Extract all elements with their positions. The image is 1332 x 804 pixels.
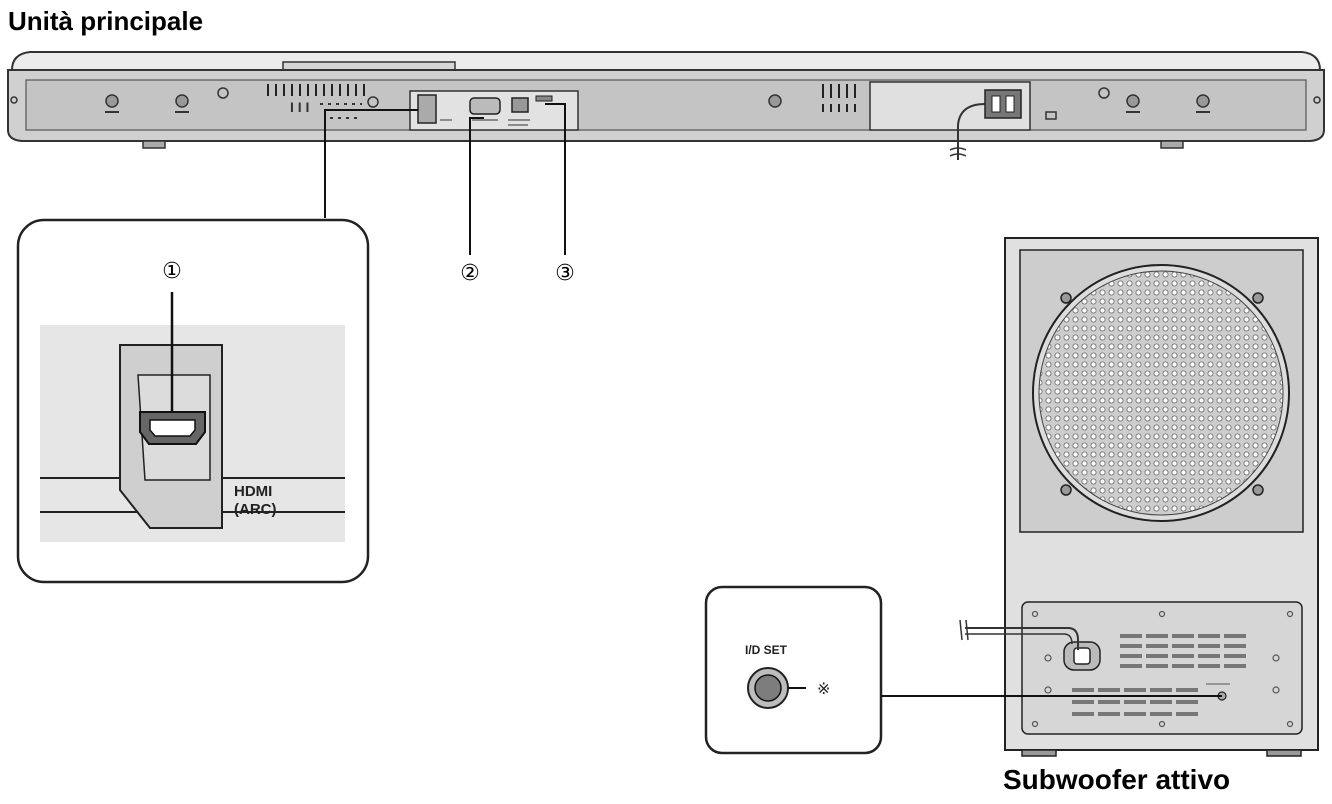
id-set-zoom-callout: I/D SET ※ <box>704 585 1222 755</box>
subwoofer-rear <box>959 237 1319 757</box>
callout-3: ③ <box>555 261 575 286</box>
hdmi-label: HDMI <box>234 483 272 500</box>
arc-label: (ARC) <box>234 501 277 518</box>
svg-text:I I I: I I I <box>290 99 309 115</box>
subwoofer-title: Subwoofer attivo <box>1003 764 1231 795</box>
led-indicator-icon: ※ <box>817 679 830 698</box>
id-set-label: I/D SET <box>745 643 788 657</box>
callout-2: ② <box>460 261 480 286</box>
leader-lines <box>324 103 566 255</box>
main-unit-title: Unità principale <box>8 6 204 36</box>
soundbar-rear: I I I <box>7 51 1325 160</box>
hdmi-zoom-callout: HDMI (ARC) <box>16 218 370 584</box>
callout-1: ① <box>162 259 182 284</box>
